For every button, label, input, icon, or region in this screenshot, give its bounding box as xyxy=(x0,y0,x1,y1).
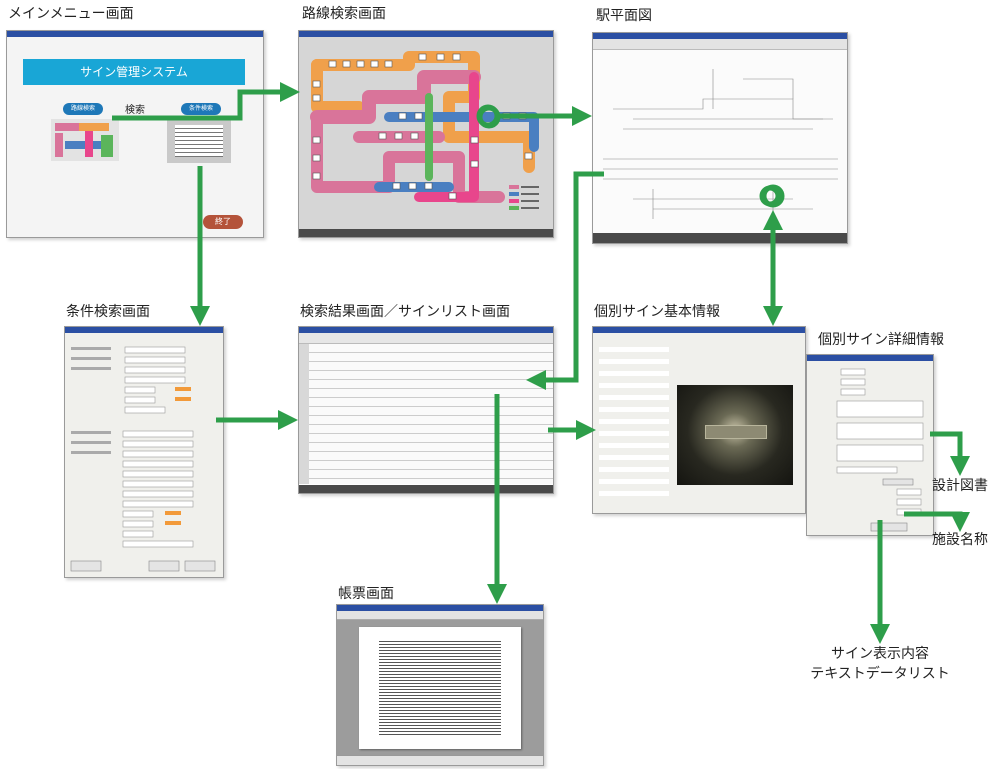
window-titlebar xyxy=(593,33,847,39)
sign-basic-caption: 個別サイン基本情報 xyxy=(594,304,720,320)
station-plan-window xyxy=(592,32,848,244)
main-menu-window: サイン管理システム 路線検索 検索 条件検索 終了 xyxy=(6,30,264,238)
condition-search-window xyxy=(64,326,224,578)
report-page xyxy=(359,627,521,749)
sign-photo xyxy=(677,385,793,485)
sign-detail-window xyxy=(806,354,934,536)
window-titlebar xyxy=(7,31,263,37)
window-titlebar xyxy=(337,605,543,611)
window-titlebar xyxy=(65,327,223,333)
main-menu-caption: メインメニュー画面 xyxy=(8,6,134,22)
sign-basic-window xyxy=(592,326,806,514)
facility-name-label: 施設名称 xyxy=(932,532,988,548)
detail-form xyxy=(836,368,924,532)
list-thumbnail[interactable] xyxy=(167,119,231,163)
window-titlebar xyxy=(807,355,933,361)
report-caption: 帳票画面 xyxy=(338,586,394,602)
arrow-to-facility-name xyxy=(904,511,970,532)
route-search-button[interactable]: 路線検索 xyxy=(63,103,103,115)
condition-search-button[interactable]: 条件検索 xyxy=(181,103,221,115)
route-search-window xyxy=(298,30,554,238)
route-map-thumbnail[interactable] xyxy=(51,119,119,161)
route-search-caption: 路線検索画面 xyxy=(302,6,386,22)
report-table xyxy=(379,639,501,735)
result-list-window xyxy=(298,326,554,494)
condition-search-caption: 条件検索画面 xyxy=(66,304,150,320)
window-titlebar xyxy=(299,327,553,333)
result-list-caption: 検索結果画面／サインリスト画面 xyxy=(300,304,510,320)
report-window xyxy=(336,604,544,766)
condition-form xyxy=(70,346,216,572)
sign-text-label-line1: サイン表示内容 xyxy=(831,646,929,662)
basic-info-fields xyxy=(599,341,669,501)
arrow-plan-to-list xyxy=(526,171,604,390)
search-label: 検索 xyxy=(125,105,145,116)
sign-text-label-line2: テキストデータリスト xyxy=(810,666,950,682)
sign-detail-caption: 個別サイン詳細情報 xyxy=(818,332,944,348)
window-titlebar xyxy=(299,31,553,37)
arrow-to-design-drawing xyxy=(930,431,970,476)
design-drawing-label: 設計図書 xyxy=(932,478,988,494)
sign-list-table[interactable] xyxy=(299,344,553,484)
arrow-menu-to-route xyxy=(112,82,300,121)
system-banner: サイン管理システム xyxy=(23,59,245,85)
window-titlebar xyxy=(593,327,805,333)
exit-button[interactable]: 終了 xyxy=(203,215,243,229)
station-plan-caption: 駅平面図 xyxy=(596,8,652,24)
